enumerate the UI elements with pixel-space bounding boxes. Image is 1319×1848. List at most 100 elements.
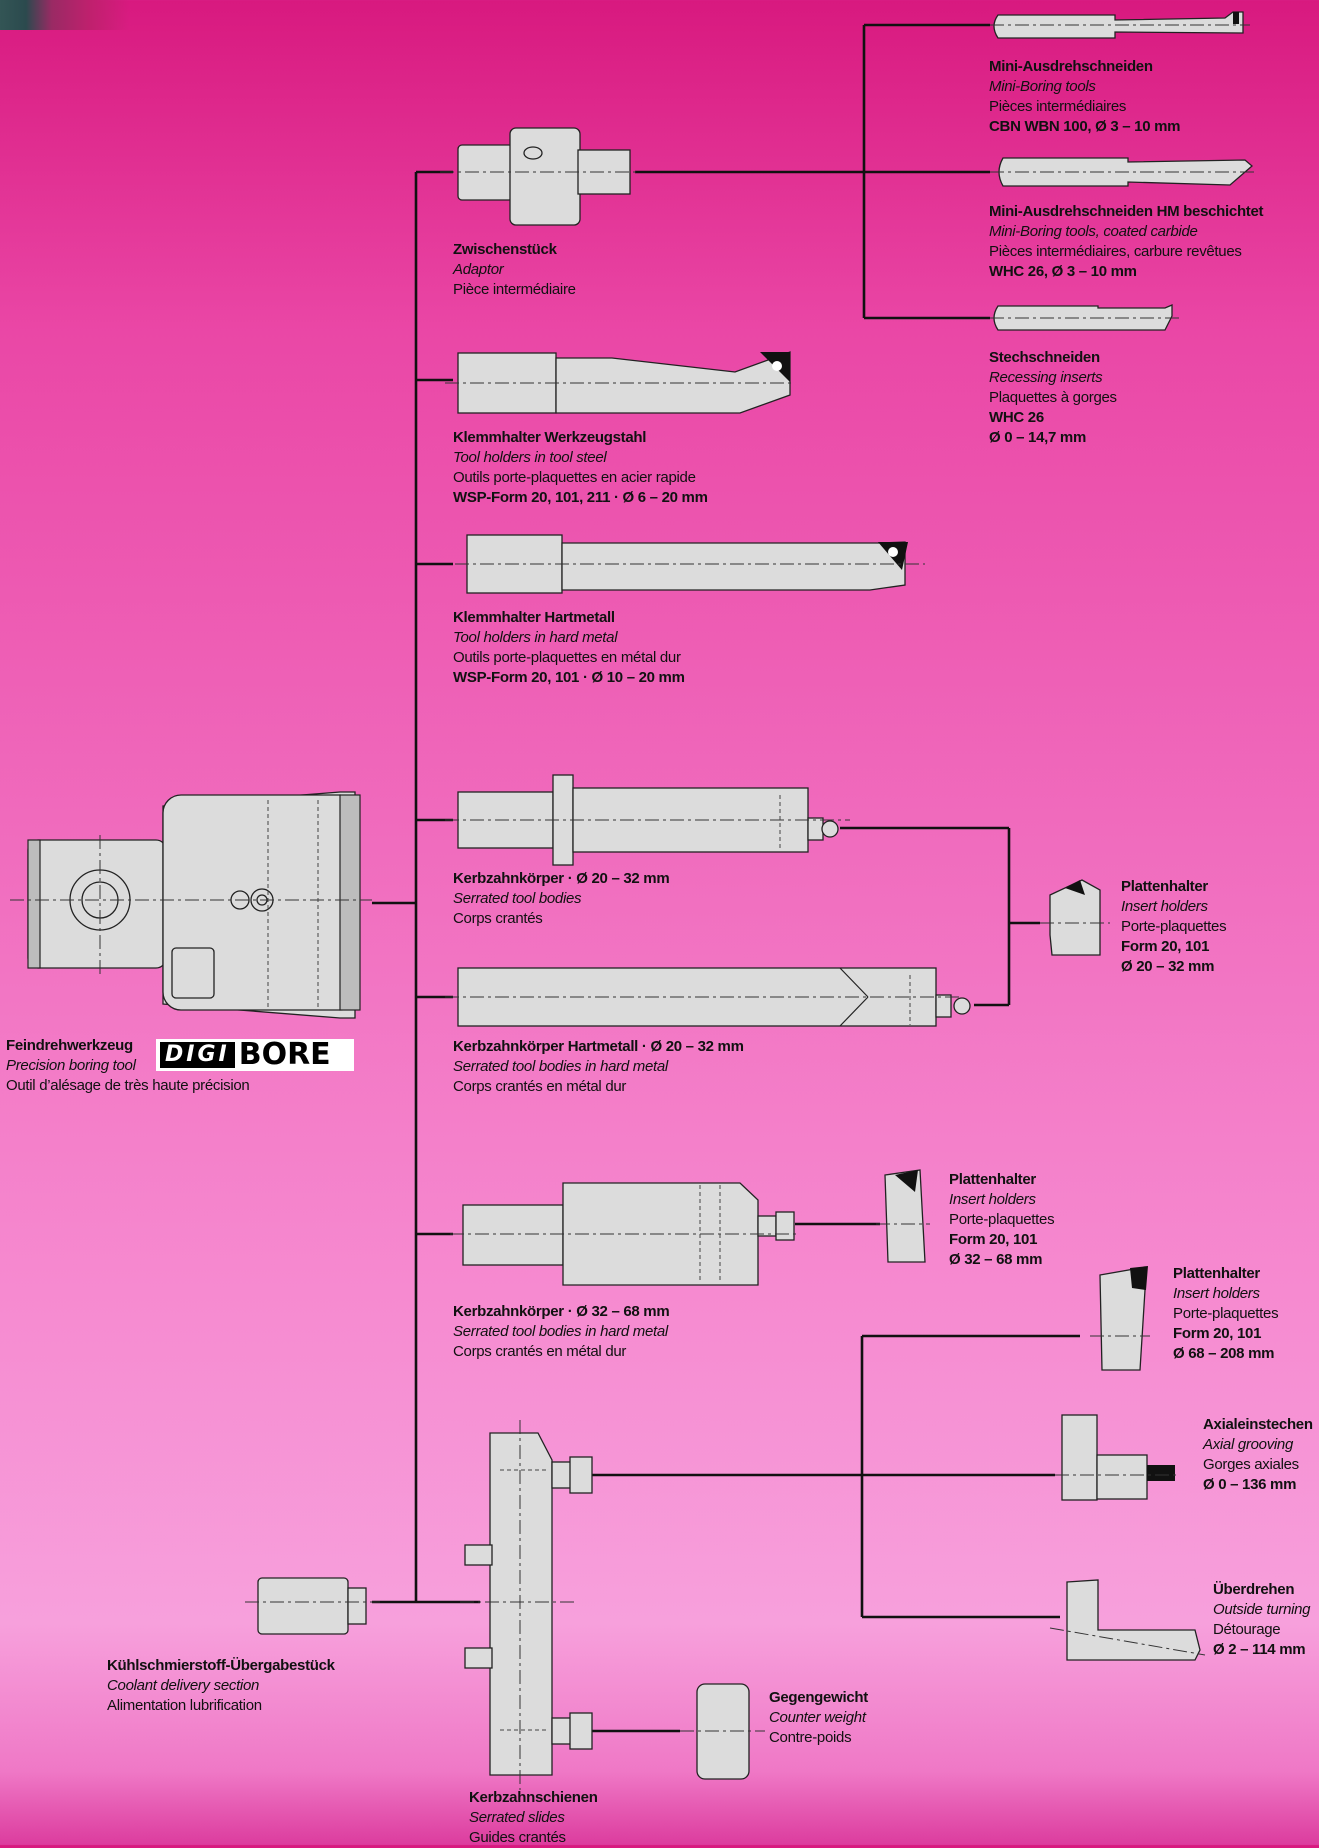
label-de: Plattenhalter (1121, 877, 1226, 897)
digibore-logo: DIGI BORE (156, 1039, 354, 1071)
label-fr: Corps crantés en métal dur (453, 1077, 744, 1097)
coolant-section-drawing (245, 1578, 380, 1634)
main-tool-fr: Outil d’alésage de très haute précision (6, 1076, 249, 1096)
label-en: Mini-Boring tools, coated carbide (989, 222, 1263, 242)
label-fr: Corps crantés en métal dur (453, 1342, 669, 1362)
label-fr: Outils porte-plaquettes en métal dur (453, 648, 685, 668)
label-spec: WHC 26 (989, 408, 1117, 428)
insert-holder-68-drawing (1090, 1266, 1150, 1370)
label-fr: Alimentation lubrification (107, 1696, 335, 1716)
label-en: Serrated tool bodies (453, 889, 669, 909)
label-spec: WSP-Form 20, 101 · Ø 10 – 20 mm (453, 668, 685, 688)
label-spec: WHC 26, Ø 3 – 10 mm (989, 262, 1263, 282)
label-de: Kerbzahnkörper · Ø 32 – 68 mm (453, 1302, 669, 1322)
label-adaptor: Zwischenstück Adaptor Pièce intermédiair… (453, 240, 576, 300)
precision-boring-head (10, 792, 372, 1018)
logo-digi: DIGI (160, 1042, 235, 1068)
label-en: Insert holders (949, 1190, 1054, 1210)
label-spec-2: Ø 0 – 14,7 mm (989, 428, 1117, 448)
label-en: Outside turning (1213, 1600, 1310, 1620)
label-mini-boring-hm: Mini-Ausdrehschneiden HM beschichtet Min… (989, 202, 1263, 282)
label-fr: Pièce intermédiaire (453, 280, 576, 300)
label-spec: CBN WBN 100, Ø 3 – 10 mm (989, 117, 1180, 137)
serrated-slides-drawing (460, 1420, 592, 1790)
label-en: Tool holders in tool steel (453, 448, 708, 468)
label-de: Klemmhalter Werkzeugstahl (453, 428, 708, 448)
label-fr: Détourage (1213, 1620, 1310, 1640)
insert-holder-20-drawing (1040, 880, 1110, 955)
label-de: Plattenhalter (949, 1170, 1054, 1190)
label-counter: Gegengewicht Counter weight Contre-poids (769, 1688, 868, 1748)
label-de: Zwischenstück (453, 240, 576, 260)
label-fr: Pièces intermédiaires (989, 97, 1180, 117)
mini-boring-drawing (990, 12, 1250, 38)
label-spec: Ø 0 – 136 mm (1203, 1475, 1313, 1495)
label-fr: Porte-plaquettes (1121, 917, 1226, 937)
label-fr: Corps crantés (453, 909, 669, 929)
label-spec: Form 20, 101 (1121, 937, 1226, 957)
label-coolant: Kühlschmierstoff-Übergabestück Coolant d… (107, 1656, 335, 1716)
label-en: Counter weight (769, 1708, 868, 1728)
label-fr: Porte-plaquettes (949, 1210, 1054, 1230)
label-de: Kerbzahnkörper · Ø 20 – 32 mm (453, 869, 669, 889)
label-de: Kühlschmierstoff-Übergabestück (107, 1656, 335, 1676)
label-insert-20: Plattenhalter Insert holders Porte-plaqu… (1121, 877, 1226, 977)
label-serrated-32: Kerbzahnkörper · Ø 32 – 68 mm Serrated t… (453, 1302, 669, 1362)
label-de: Überdrehen (1213, 1580, 1310, 1600)
label-fr: Plaquettes à gorges (989, 388, 1117, 408)
label-en: Axial grooving (1203, 1435, 1313, 1455)
label-fr: Guides crantés (469, 1828, 598, 1848)
label-fr: Outils porte-plaquettes en acier rapide (453, 468, 708, 488)
label-fr: Contre-poids (769, 1728, 868, 1748)
tool-holder-hard-metal-drawing (455, 535, 925, 593)
label-spec: Form 20, 101 (1173, 1324, 1278, 1344)
label-en: Coolant delivery section (107, 1676, 335, 1696)
label-de: Kerbzahnkörper Hartmetall · Ø 20 – 32 mm (453, 1037, 744, 1057)
label-de: Stechschneiden (989, 348, 1117, 368)
label-en: Recessing inserts (989, 368, 1117, 388)
mini-boring-hm-drawing (990, 158, 1255, 186)
serrated-body-32-drawing (450, 1183, 800, 1285)
label-en: Mini-Boring tools (989, 77, 1180, 97)
label-de: Mini-Ausdrehschneiden (989, 57, 1180, 77)
label-de: Plattenhalter (1173, 1264, 1278, 1284)
counter-weight-drawing (680, 1684, 765, 1779)
label-insert-68: Plattenhalter Insert holders Porte-plaqu… (1173, 1264, 1278, 1364)
label-en: Serrated tool bodies in hard metal (453, 1322, 669, 1342)
serrated-body-hm-drawing (445, 968, 970, 1026)
label-de: Kerbzahnschienen (469, 1788, 598, 1808)
label-en: Insert holders (1173, 1284, 1278, 1304)
label-insert-32: Plattenhalter Insert holders Porte-plaqu… (949, 1170, 1054, 1270)
axial-grooving-drawing (1055, 1415, 1180, 1500)
label-outside: Überdrehen Outside turning Détourage Ø 2… (1213, 1580, 1310, 1660)
adaptor-drawing (440, 128, 640, 225)
label-spec: Form 20, 101 (949, 1230, 1054, 1250)
label-hard-metal: Klemmhalter Hartmetall Tool holders in h… (453, 608, 685, 688)
label-en: Serrated slides (469, 1808, 598, 1828)
label-de: Gegengewicht (769, 1688, 868, 1708)
label-fr: Gorges axiales (1203, 1455, 1313, 1475)
label-fr: Pièces intermédiaires, carbure revêtues (989, 242, 1263, 262)
serrated-body-20-drawing (445, 775, 850, 865)
label-spec: WSP-Form 20, 101, 211 · Ø 6 – 20 mm (453, 488, 708, 508)
label-en: Adaptor (453, 260, 576, 280)
label-spec-2: Ø 20 – 32 mm (1121, 957, 1226, 977)
label-de: Axialeinstechen (1203, 1415, 1313, 1435)
label-recessing: Stechschneiden Recessing inserts Plaquet… (989, 348, 1117, 448)
label-en: Tool holders in hard metal (453, 628, 685, 648)
label-spec-2: Ø 32 – 68 mm (949, 1250, 1054, 1270)
label-en: Insert holders (1121, 897, 1226, 917)
tool-holder-steel-drawing (445, 352, 795, 413)
logo-bore: BORE (239, 1040, 331, 1070)
label-mini-boring: Mini-Ausdrehschneiden Mini-Boring tools … (989, 57, 1180, 137)
label-en: Serrated tool bodies in hard metal (453, 1057, 744, 1077)
label-slides: Kerbzahnschienen Serrated slides Guides … (469, 1788, 598, 1848)
recessing-insert-drawing (990, 305, 1180, 330)
label-spec-2: Ø 68 – 208 mm (1173, 1344, 1278, 1364)
label-fr: Porte-plaquettes (1173, 1304, 1278, 1324)
label-de: Klemmhalter Hartmetall (453, 608, 685, 628)
label-serrated-20: Kerbzahnkörper · Ø 20 – 32 mm Serrated t… (453, 869, 669, 929)
outside-turning-drawing (1050, 1580, 1205, 1660)
label-spec: Ø 2 – 114 mm (1213, 1640, 1310, 1660)
insert-holder-32-drawing (876, 1170, 930, 1262)
